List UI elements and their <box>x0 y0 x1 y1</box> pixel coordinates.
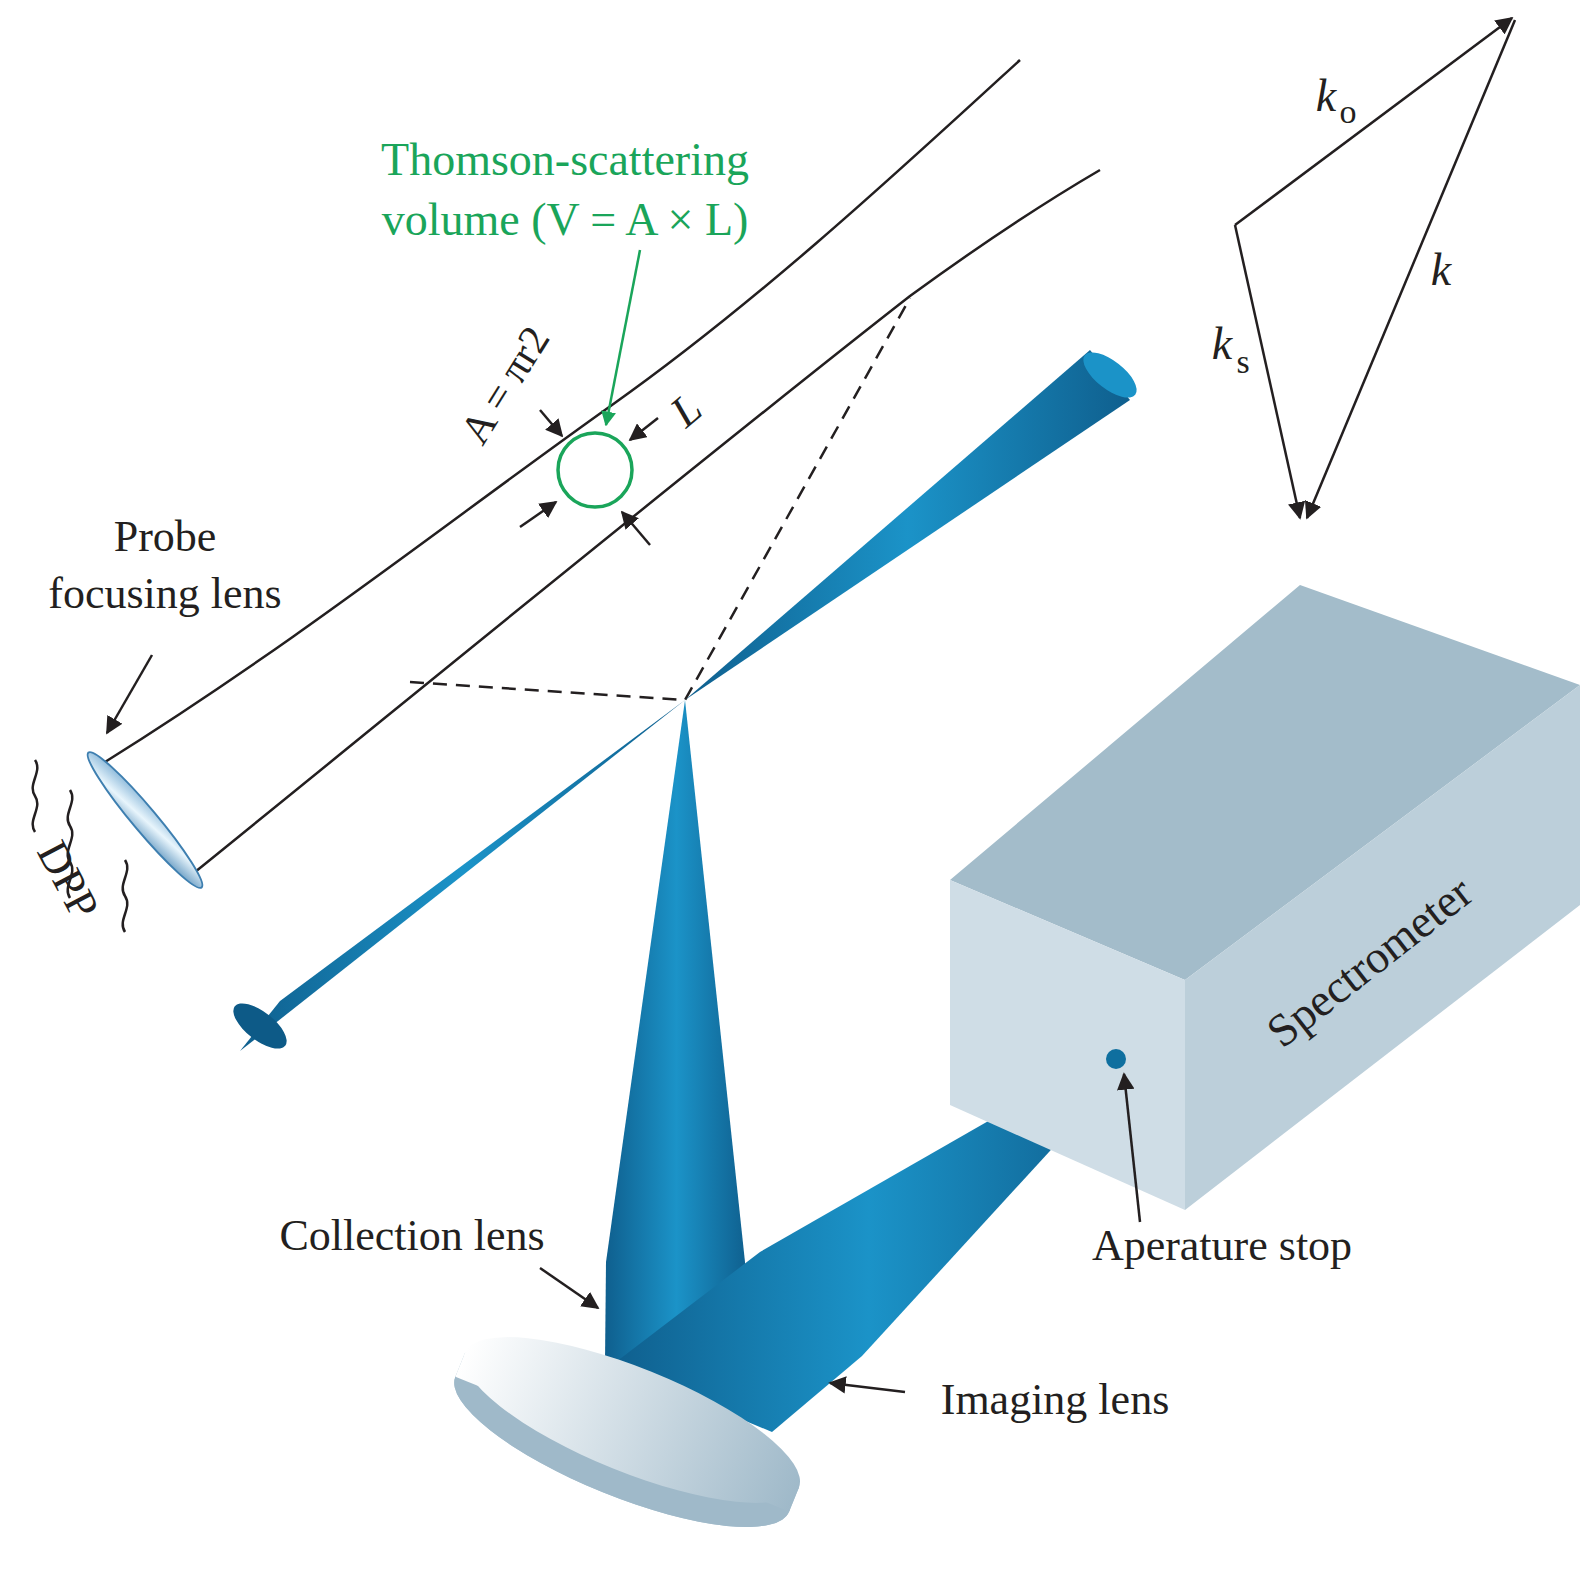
vector-arrow <box>1307 20 1515 518</box>
vector-label: k <box>1212 314 1232 374</box>
area-label: A = πr2 <box>448 316 563 454</box>
aperture-stop <box>1106 1049 1126 1069</box>
volume-label: Thomson-scattering volume (V = A × L) <box>330 130 800 250</box>
dimension-arrow <box>622 512 650 545</box>
part-label: DPP <box>24 831 112 929</box>
collection-lens <box>436 1304 818 1559</box>
wave <box>33 760 38 832</box>
dimension-arrow <box>630 418 658 440</box>
leader-line <box>540 1268 598 1308</box>
beam-edge <box>195 170 1100 872</box>
aperture-stop <box>1106 1049 1126 1069</box>
dashed-line <box>410 298 910 700</box>
spectrometer-box <box>950 880 1185 1210</box>
vector-label: k <box>1431 240 1451 300</box>
probe-lens <box>79 745 211 895</box>
light-cone <box>605 700 748 1362</box>
leader-line <box>1124 1074 1140 1222</box>
dimension-arrow <box>520 502 556 527</box>
part-label: Probe focusing lens <box>40 508 290 622</box>
vector-arrow <box>1235 18 1512 225</box>
leader-line <box>830 1383 905 1392</box>
part-label: Imaging lens <box>941 1371 1170 1428</box>
vector-subscript: o <box>1340 90 1357 134</box>
light-cone <box>240 700 685 1051</box>
leader-line <box>606 250 640 425</box>
beam-edge <box>105 60 1020 762</box>
vector-arrow <box>1235 225 1300 518</box>
scattering-volume <box>558 433 632 507</box>
spectrometer-box <box>1185 685 1580 1210</box>
vector-subscript: s <box>1236 340 1249 384</box>
part-label: Aperature stop <box>1092 1217 1352 1274</box>
part-label: Collection lens <box>279 1207 544 1264</box>
light-cone <box>226 995 294 1056</box>
length-label: L <box>658 380 714 440</box>
light-cone <box>1076 344 1144 405</box>
leader-line <box>107 655 152 733</box>
wave <box>123 860 128 932</box>
dimension-arrow <box>540 410 562 436</box>
vector-label: k <box>1316 66 1336 126</box>
light-cone <box>685 350 1130 700</box>
